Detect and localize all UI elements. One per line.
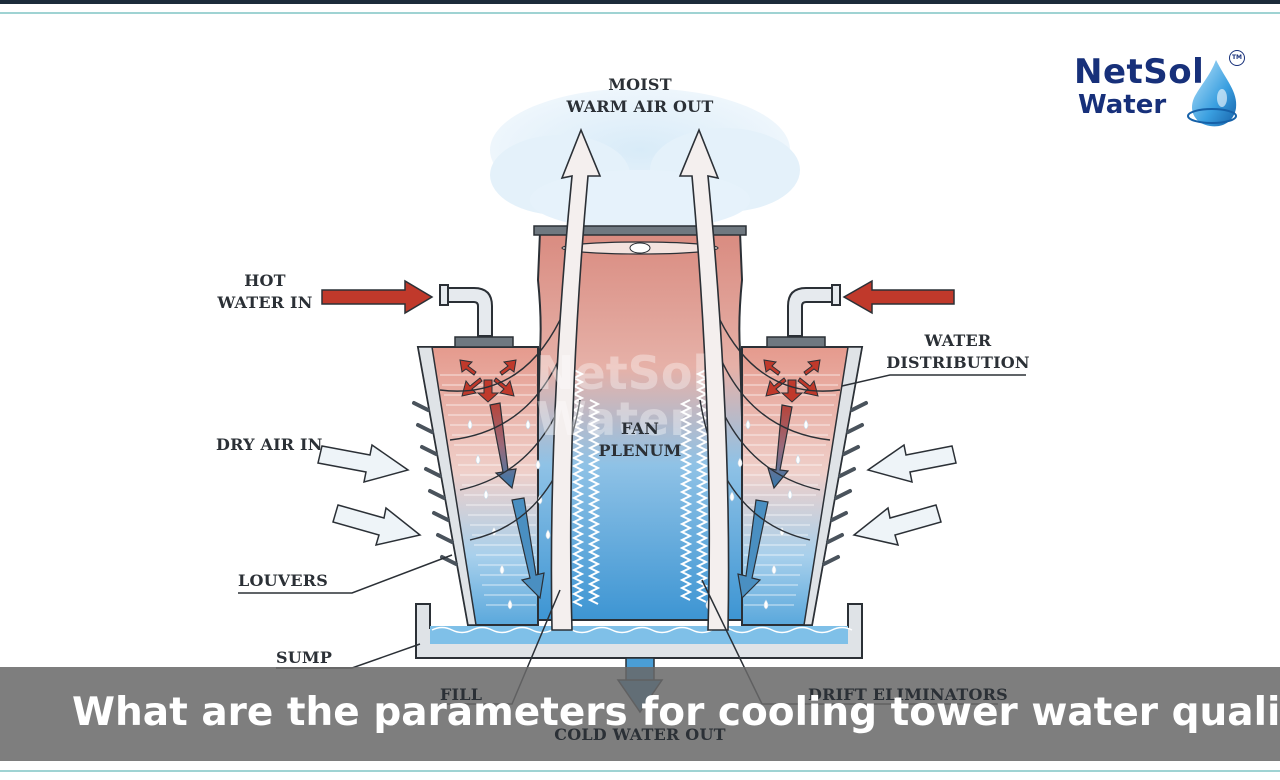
label-sump: SUMP [276,648,333,667]
label-water-distribution: WATER DISTRIBUTION [886,331,1030,372]
top-accent-line [0,12,1280,14]
logo-line1: NetSol [1074,52,1205,92]
right-water-down-arrow-upper [767,404,793,490]
banner-title: What are the parameters for cooling towe… [72,690,1280,735]
trademark-symbol: TM [1229,50,1245,66]
label-dry-air-in: DRY AIR IN [216,435,323,454]
warm-air-out-left-arrow [550,127,602,631]
dry-air-in-right-lower-arrow [852,504,942,547]
warm-air-out-right-arrow [678,127,730,631]
sump-basin [415,603,863,689]
watermark: NetSol Water [536,350,708,442]
label-moist-warm-air-out: MOIST WARM AIR OUT [566,75,714,116]
label-hot-water-in: HOT WATER IN [217,271,313,312]
dry-air-in-right-upper-arrow [866,443,957,484]
water-drop-icon [1187,60,1237,127]
label-fan-plenum: FAN PLENUM [598,419,682,460]
left-water-down-arrow-upper [489,402,517,490]
watermark-line1: NetSol [536,346,709,400]
label-drift-eliminators: DRIFT ELIMINATORS [808,685,1008,704]
netsol-water-logo: NetSol Water TM [1074,50,1254,132]
label-cold-water-out: COLD WATER OUT [554,725,726,744]
right-inlet-pipe [787,284,841,337]
right-distribution-spray [763,359,821,403]
logo-line2: Water [1078,90,1167,120]
label-fill: FILL [440,685,483,704]
dry-air-in-left-upper-arrow [317,443,410,484]
watermark-line2: Water [536,392,693,446]
left-water-down-arrow-lower [511,497,545,600]
left-louvers [412,401,458,566]
label-louvers: LOUVERS [238,571,329,590]
dry-air-in-left-lower-arrow [332,504,422,547]
fan-plenum-stack [530,225,750,621]
hot-water-in-right-arrow [842,279,955,315]
top-border-bar [0,0,1280,4]
title-banner [0,667,1280,761]
right-drift-eliminator [679,369,709,603]
left-inlet-pipe [439,284,493,337]
bottom-accent-line [0,770,1280,772]
left-distribution-spray [459,359,517,403]
hot-water-in-left-arrow [321,279,434,315]
right-water-down-arrow-lower [737,499,769,600]
right-louvers [822,401,868,566]
left-drift-eliminator [571,369,601,607]
